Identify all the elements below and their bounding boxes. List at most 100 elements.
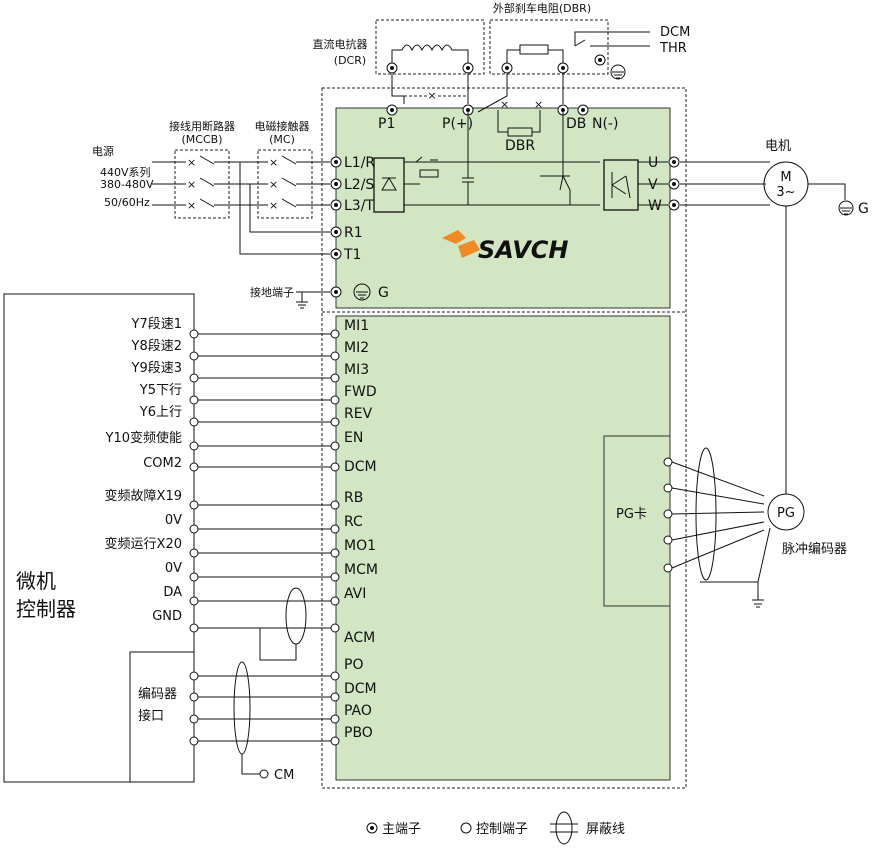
dcr-box — [375, 19, 485, 75]
svg-text:×: × — [187, 178, 196, 191]
control-terminal-labels: MI1 MI2 MI3 FWD REV EN DCM RB RC MO1 MCM… — [344, 318, 378, 741]
legend-ctrl-icon — [460, 822, 472, 834]
voltage-label-1: 440V系列 — [100, 165, 151, 179]
motor-ground-label: G — [858, 201, 869, 217]
cm-terminal[interactable] — [259, 769, 269, 779]
inverter-igbt-block — [603, 159, 639, 211]
label-g: G — [378, 285, 389, 301]
motor-ground-icon — [838, 200, 854, 216]
label-nminus: N(-) — [592, 116, 618, 132]
rectifier-block — [373, 157, 405, 213]
encoder-label: 脉冲编码器 — [782, 542, 847, 557]
label-t1: T1 — [343, 247, 361, 263]
svg-text:×: × — [269, 156, 278, 169]
left-terminal-circles — [189, 329, 199, 746]
thermal-relay — [574, 31, 650, 47]
frequency-label: 50/60Hz — [104, 196, 150, 209]
mc-label: 电磁接触器 — [255, 119, 310, 133]
ct-label: REV — [344, 406, 373, 422]
analog-shield-icon — [285, 587, 307, 645]
ct-label: RB — [344, 490, 363, 506]
label-dbr: DBR — [505, 138, 535, 154]
control-wires — [198, 333, 331, 742]
ct-label: DCM — [344, 681, 377, 697]
pg-card — [603, 435, 671, 607]
label-u: U — [648, 155, 658, 171]
label-p1: P1 — [378, 116, 395, 132]
pg-card-label: PG卡 — [616, 507, 647, 522]
legend-shield-label: 屏蔽线 — [586, 822, 625, 837]
ct-label: FWD — [344, 384, 377, 400]
label-w: W — [648, 198, 662, 214]
brand-text: SAVCH — [478, 236, 569, 264]
pg-shield-icon — [695, 447, 717, 581]
inverter-enclosure — [321, 87, 687, 789]
legend-main-label: 主端子 — [382, 822, 421, 837]
motor-m: M — [780, 170, 791, 185]
output-terminals — [668, 156, 680, 211]
ct-label: MI2 — [344, 340, 369, 356]
brake-transistor — [556, 110, 571, 205]
pg-label: PG — [777, 506, 795, 521]
precharge-resistor — [419, 169, 439, 178]
label-l1: L1/R — [344, 155, 375, 171]
row-label: 变频故障X19 — [105, 488, 182, 504]
row-label: COM2 — [143, 456, 182, 471]
micro-label-1: 微机 — [16, 569, 56, 593]
row-label: Y10变频使能 — [105, 430, 182, 446]
voltage-label-2: 380-480V — [100, 178, 154, 191]
svg-text:×: × — [187, 199, 196, 212]
input-terminals — [330, 156, 342, 298]
row-label: Y8段速2 — [131, 339, 182, 354]
ct-label: PBO — [344, 725, 373, 741]
mccb-label: 接线用断路器 — [169, 119, 235, 133]
control-rows: Y7段速1 Y8段速2 Y9段速3 Y5下行 Y6上行 Y10变频使能 COM2… — [105, 317, 183, 624]
label-l2: L2/S — [344, 177, 374, 193]
legend-shield-icon — [555, 811, 573, 845]
dbr-external-label: 外部刹车电阻(DBR) — [493, 1, 591, 15]
svg-text:×: × — [534, 98, 543, 111]
ct-label: MI1 — [344, 318, 369, 334]
power-section — [335, 107, 671, 309]
ct-label: AVI — [344, 586, 366, 602]
legend: 主端子 控制端子 屏蔽线 — [366, 811, 625, 845]
ground-icon — [610, 64, 626, 80]
mccb-code: (MCCB) — [182, 133, 223, 146]
label-v: V — [648, 177, 658, 193]
mc-code: (MC) — [269, 133, 295, 146]
legend-ctrl-label: 控制端子 — [476, 822, 528, 837]
label-pplus: P(+) — [442, 116, 473, 132]
svg-text:×: × — [269, 199, 278, 212]
inverter-control-terminals — [330, 329, 340, 746]
row-label: Y7段速1 — [131, 317, 182, 332]
motor-phase: 3~ — [776, 185, 795, 200]
row-label: GND — [152, 609, 182, 624]
row-label: Y5下行 — [139, 383, 182, 398]
row-label: 0V — [165, 513, 182, 528]
ct-label: PAO — [344, 703, 372, 719]
thr-label: THR — [659, 41, 687, 56]
ct-label: DCM — [344, 459, 377, 475]
top-terminals — [386, 104, 589, 116]
svg-text:×: × — [427, 89, 436, 102]
savch-logo: SAVCH — [442, 230, 569, 264]
svg-text:×: × — [269, 178, 278, 191]
label-db: DB — [566, 116, 586, 132]
motor-label: 电机 — [765, 139, 791, 154]
svg-text:×: × — [187, 156, 196, 169]
ground-terminal-label: 接地端子 — [250, 286, 294, 299]
ct-label: EN — [344, 430, 363, 446]
svg-text:×: × — [500, 98, 509, 111]
dcr-label-code: (DCR) — [334, 54, 366, 67]
ct-label: ACM — [344, 630, 375, 646]
pg-encoder-icon — [767, 493, 805, 531]
microcontroller-box — [3, 293, 195, 783]
micro-label-2: 控制器 — [16, 597, 76, 621]
row-label: Y9段速3 — [131, 361, 182, 376]
label-r1: R1 — [344, 225, 363, 241]
dcr-inductor-icon — [391, 44, 469, 66]
encoder-interface-label-2: 接口 — [138, 708, 164, 724]
ct-label: PO — [344, 657, 363, 673]
source-label: 电源 — [92, 144, 114, 158]
